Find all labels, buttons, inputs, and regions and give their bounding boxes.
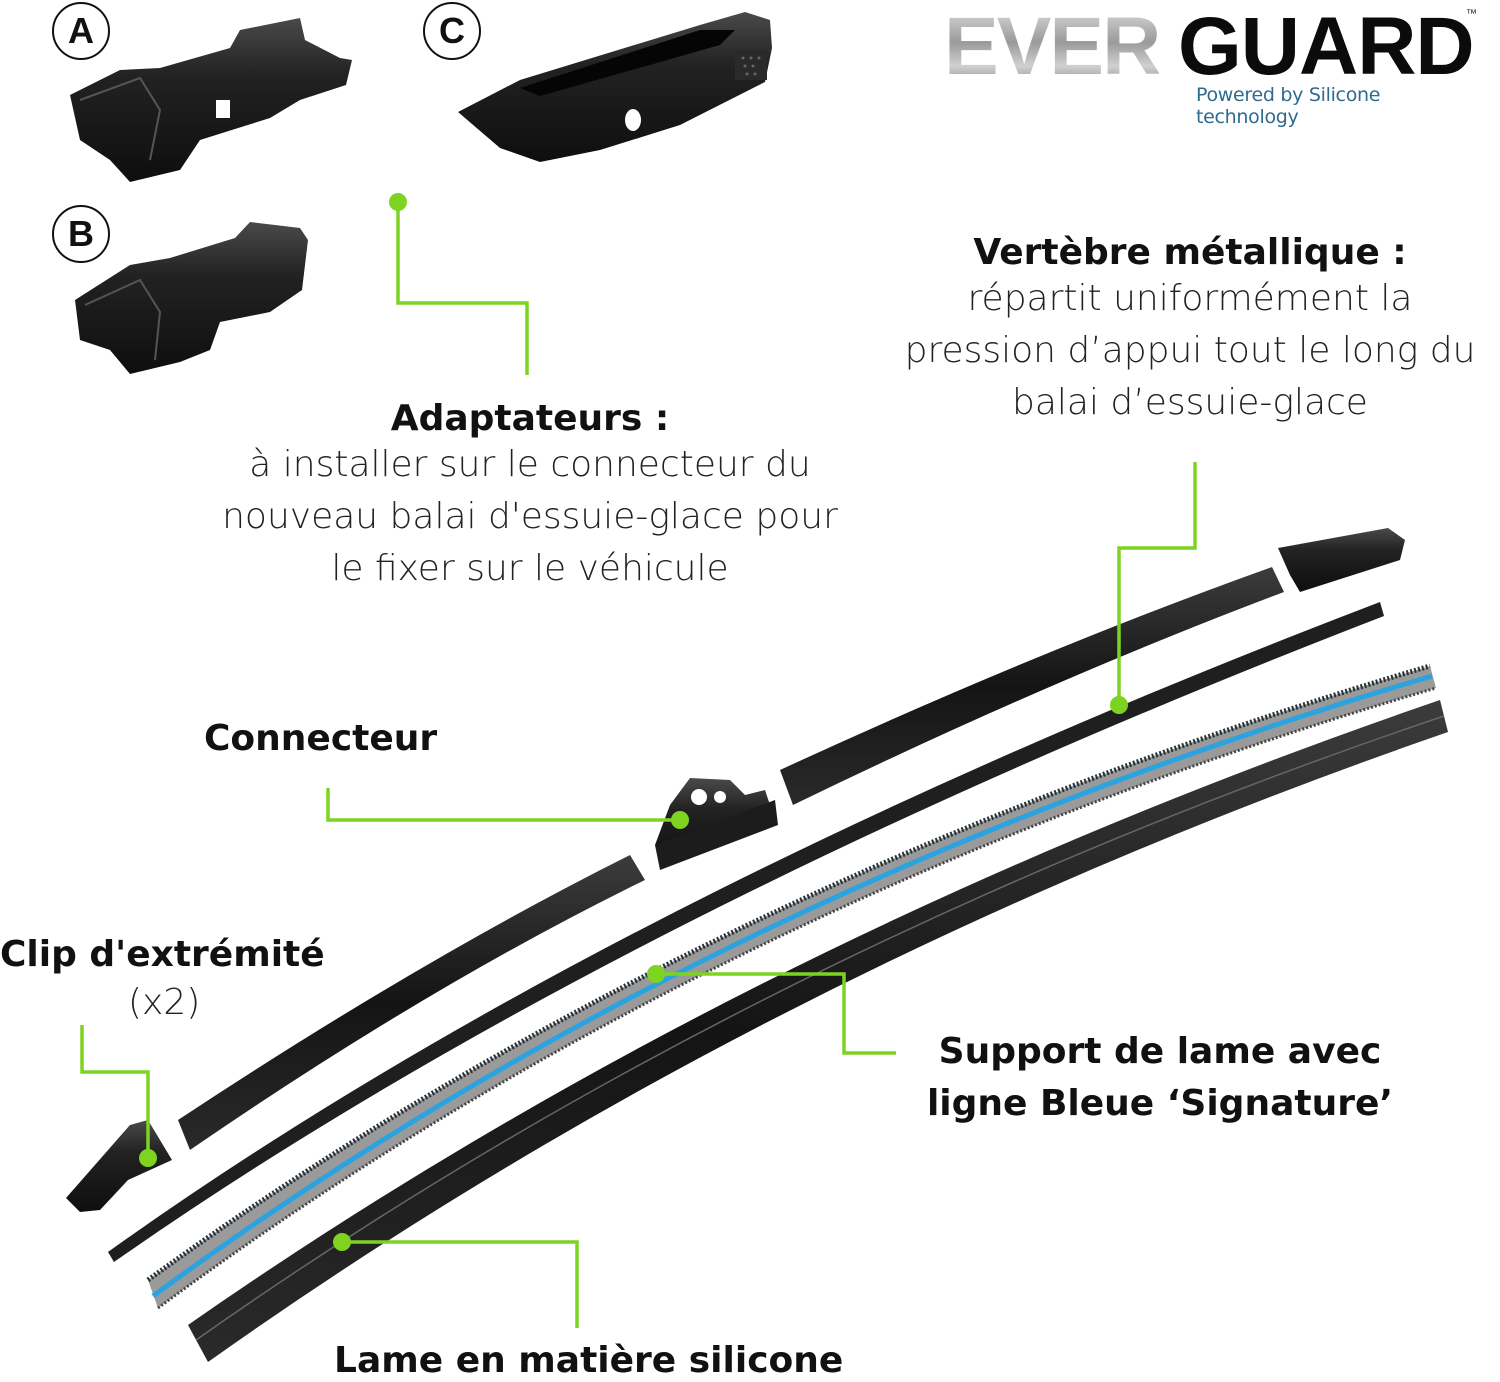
adapter-c-badge: C [423,2,481,60]
logo-tagline: Powered by Silicone technology [1196,84,1381,128]
end-clip-quantity: (x2) [128,982,201,1023]
support-leader [656,972,896,1055]
end-clip-leader [80,1025,150,1158]
blade-support-title-line-2: ligne Bleue ‘Signature’ [926,1083,1394,1124]
adapter-b-badge: B [52,205,110,263]
adapter-b-part [75,222,308,374]
spoiler-left-segment [178,855,645,1150]
end-clip-callout: Clip d'extrémité (x2) [0,934,330,1031]
silicone-leader [342,1240,579,1328]
adapters-callout: Adaptateurs : à installer sur le connect… [190,398,870,595]
vertebra-callout: Vertèbre métallique : répartit uniformém… [880,232,1500,429]
leader-lines [80,202,1197,1328]
adapter-a-badge: A [52,2,110,60]
adapters-leader [396,202,529,375]
adapters-title: Adaptateurs : [390,398,670,439]
adapter-c-part [458,12,772,162]
adapters-description-line-3: le fixer sur le véhicule [331,548,729,589]
blade-support-callout: Support de lame avec ligne Bleue ‘Signat… [900,1026,1420,1130]
connector-leader [326,788,680,822]
vertebra-description-line-1: répartit uniformément la [967,278,1413,319]
vertebra-description-line-2: pression d’appui tout le long du [904,330,1476,371]
silicone-blade [188,700,1448,1362]
spoiler-right-segment [780,567,1284,805]
vertebra-title: Vertèbre métallique : [973,232,1407,273]
everguard-logo: EVER GUARD ™ Powered by Silicone technol… [940,1,1480,128]
blade-support [146,663,1437,1310]
connector-title: Connecteur [204,718,438,759]
adapters-description-line-1: à installer sur le connecteur du [249,444,811,485]
logo-trademark: ™ [1466,8,1477,20]
blade-support-title-line-1: Support de lame avec [938,1031,1382,1072]
logo-guard: GUARD [1178,1,1475,92]
leader-dots [139,193,1128,1251]
silicone-blade-title: Lame en matière silicone [334,1340,844,1381]
vertebra-leader [1117,462,1197,705]
adapters-description-line-2: nouveau balai d'essuie-glace pour [222,496,838,537]
end-cap-left [66,1120,172,1212]
end-clip-title: Clip d'extrémité [0,934,325,975]
end-cap-right [1278,528,1405,592]
vertebra-description-line-3: balai d’essuie-glace [1012,382,1368,423]
logo-ever: EVER [944,1,1161,92]
adapter-a-part [70,18,352,182]
connector-part [655,778,778,870]
